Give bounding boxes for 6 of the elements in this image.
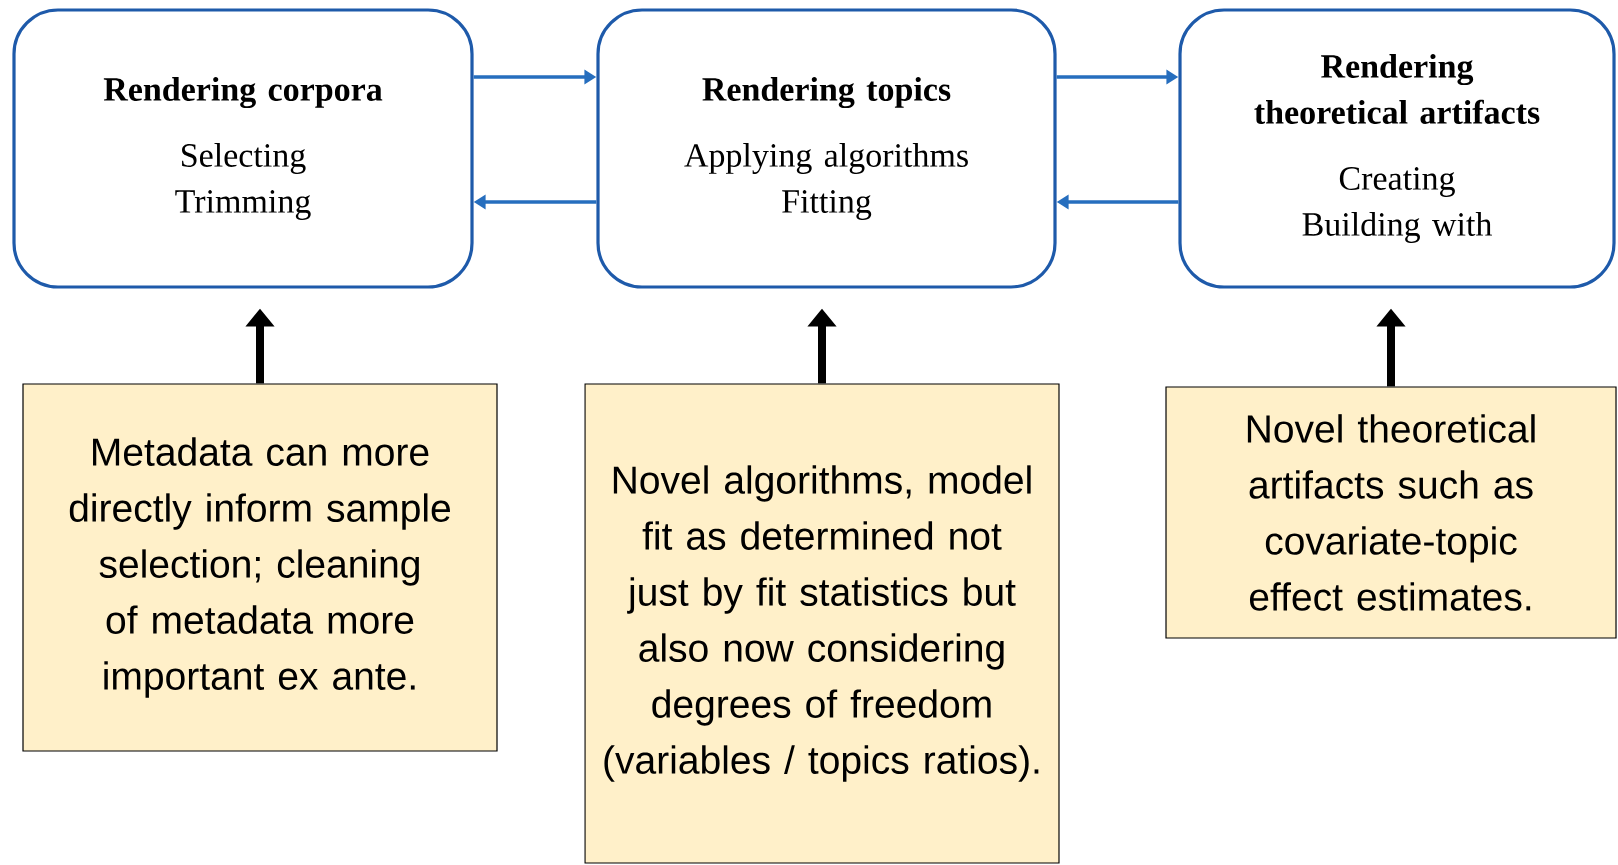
note-box: Novel algorithms, model fit as determined not just by fit statistics but also now considering degrees of freedom (variables / topics ratios). <box>584 383 1060 864</box>
process-box: Rendering theoretical artifacts Creating Building with <box>1178 8 1616 289</box>
note-box: Novel theoretical artifacts such as covariate-topic effect estimates. <box>1165 386 1617 639</box>
process-box: Rendering corpora Selecting Trimming <box>12 8 474 289</box>
note-box: Metadata can more directly inform sample selection; cleaning of metadata more important ex ante. <box>22 383 498 752</box>
process-box: Rendering topics Applying algorithms Fitting <box>596 8 1057 289</box>
